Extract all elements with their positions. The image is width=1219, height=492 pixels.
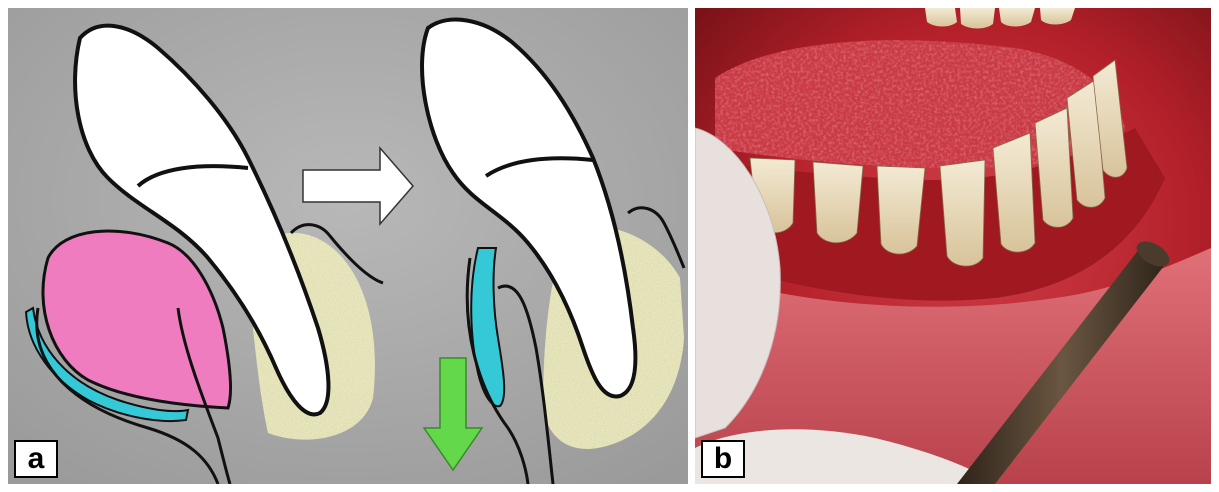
- panel-a-illustration: a: [8, 8, 688, 484]
- periodontal-flap-diagram: [8, 8, 688, 484]
- panel-label-a: a: [14, 440, 58, 478]
- panel-label-b: b: [701, 440, 745, 478]
- clinical-photo: [695, 8, 1211, 484]
- panel-b-photo: b: [695, 8, 1211, 484]
